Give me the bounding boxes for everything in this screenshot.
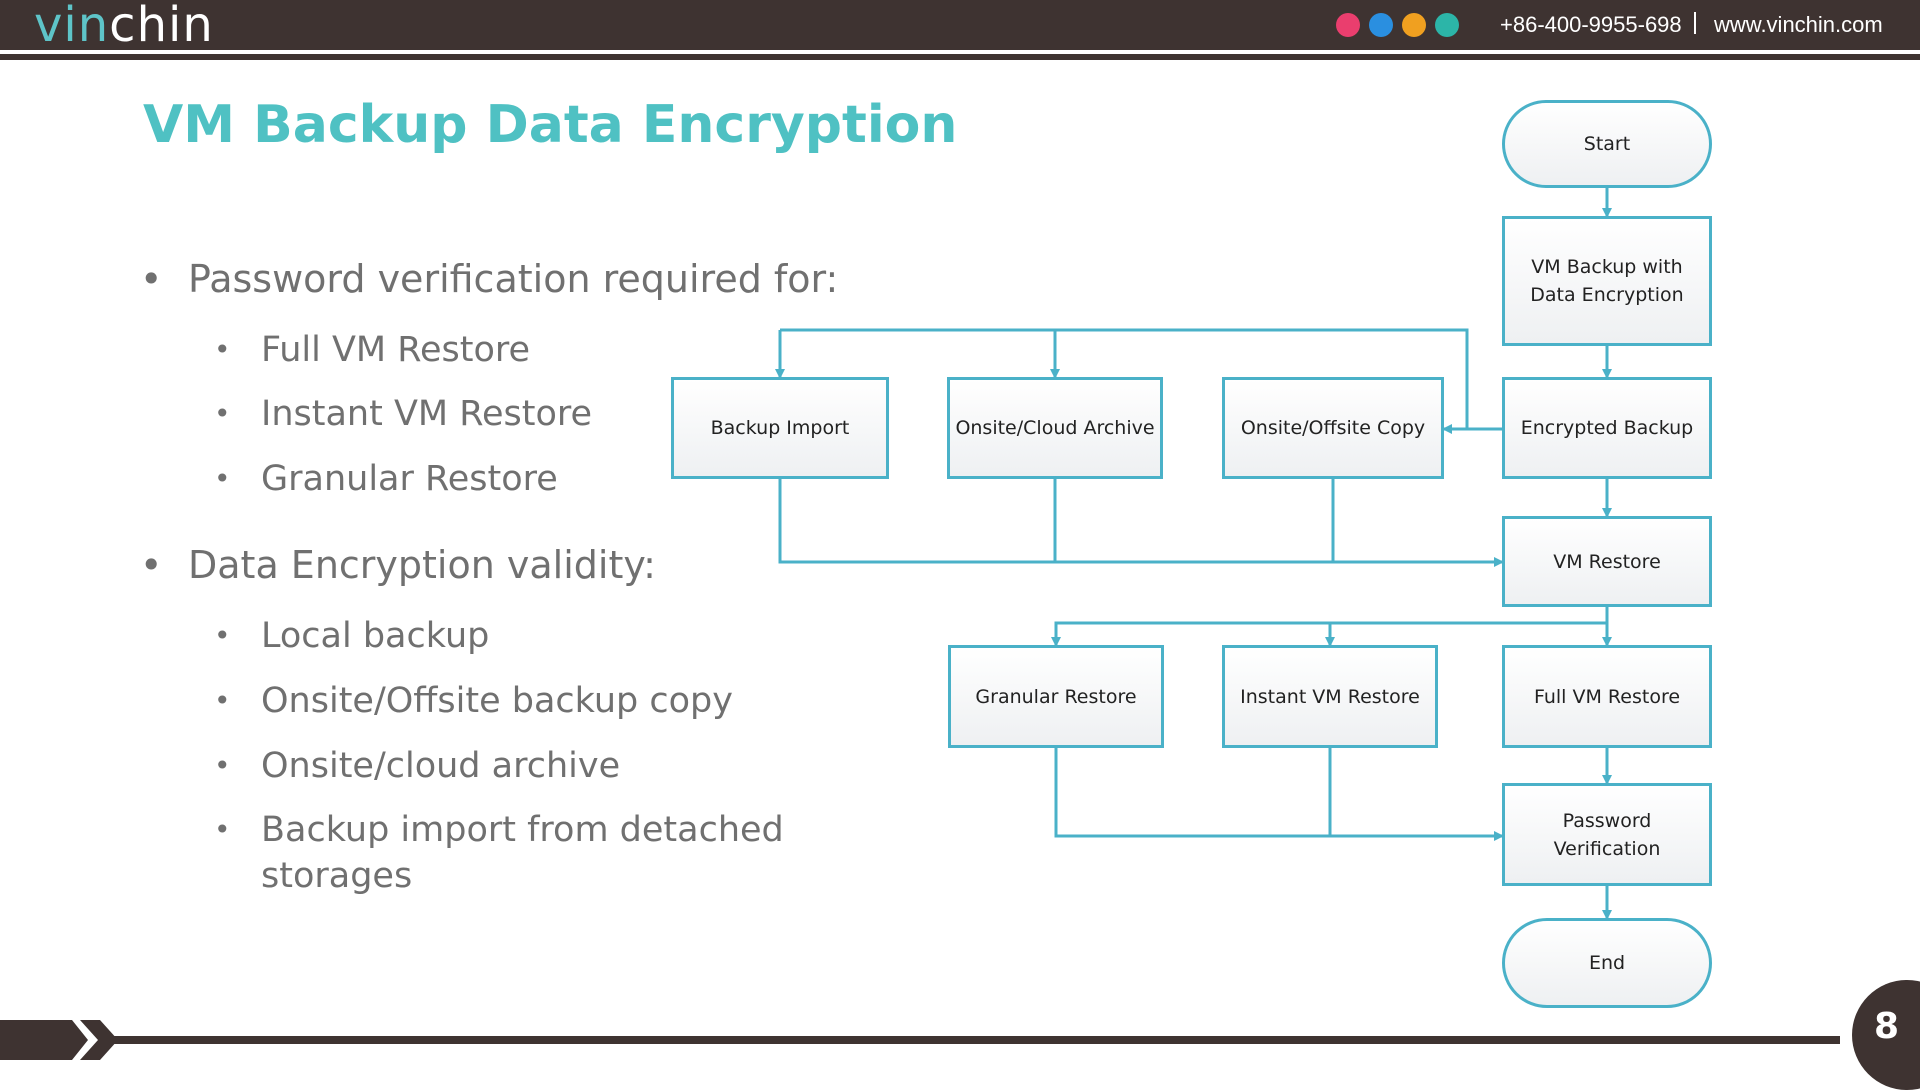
header-separator <box>1694 12 1696 34</box>
connector-granular-down <box>1054 748 1504 841</box>
color-dot-teal <box>1435 13 1459 37</box>
phone-number: +86-400-9955-698 <box>1500 12 1682 37</box>
bullet-password-verification: Password verification required for: <box>140 255 900 303</box>
connector-vm-restore-branch <box>1051 621 1607 647</box>
slide-title: VM Backup Data Encryption <box>143 95 958 155</box>
sub-bullet-backup-import: Backup import from detached storages <box>140 807 900 896</box>
website-link[interactable]: www.vinchin.com <box>1714 12 1883 37</box>
node-end-label: End <box>1588 952 1626 974</box>
node-backup-import-label: Backup Import <box>710 417 850 439</box>
sub-bullet-local-backup: Local backup <box>140 613 900 659</box>
logo-part-vin: vin <box>34 0 110 53</box>
sub-bullet-full-vm-restore: Full VM Restore <box>140 327 900 373</box>
node-backup-import: Backup Import <box>671 377 889 479</box>
bullet-list: Password verification required for: Full… <box>140 255 900 896</box>
node-granular-restore-label: Granular Restore <box>975 685 1137 708</box>
node-start-label: Start <box>1583 133 1631 155</box>
node-encrypted-backup-label: Encrypted Backup <box>1520 417 1694 439</box>
node-full-vm-restore: Full VM Restore <box>1502 645 1712 748</box>
node-instant-vm-restore-label: Instant VM Restore <box>1240 685 1420 708</box>
node-encrypted-backup: Encrypted Backup <box>1502 377 1712 479</box>
node-password-label-line1: Password <box>1562 809 1652 832</box>
page-number: 8 <box>1874 1006 1900 1047</box>
node-onsite-offsite-copy-label: Onsite/Offsite Copy <box>1240 417 1426 439</box>
connector-backup-import-down <box>778 479 1504 567</box>
header-bar: vinchin +86-400-9955-698 www.vinchin.com <box>0 0 1920 50</box>
node-vm-restore: VM Restore <box>1502 516 1712 607</box>
color-dot-blue <box>1369 13 1393 37</box>
node-instant-vm-restore: Instant VM Restore <box>1222 645 1438 748</box>
node-vm-backup-label-line1: VM Backup with <box>1531 256 1683 278</box>
node-onsite-offsite-copy: Onsite/Offsite Copy <box>1222 377 1444 479</box>
node-end: End <box>1502 918 1712 1008</box>
node-onsite-cloud-archive: Onsite/Cloud Archive <box>947 377 1163 479</box>
logo-part-chin: chin <box>109 0 214 53</box>
footer-chevrons-icon <box>0 1020 118 1060</box>
sub-bullet-granular-restore: Granular Restore <box>140 456 900 502</box>
node-onsite-cloud-archive-label: Onsite/Cloud Archive <box>955 417 1155 439</box>
header-underline <box>0 54 1920 60</box>
node-vm-backup-with-encryption: VM Backup with Data Encryption <box>1502 216 1712 346</box>
node-vm-restore-label: VM Restore <box>1553 550 1661 573</box>
node-vm-backup-label-line2: Data Encryption <box>1530 284 1684 306</box>
node-start: Start <box>1502 100 1712 188</box>
sub-bullet-onsite-cloud-archive: Onsite/cloud archive <box>140 743 900 789</box>
color-dot-pink <box>1336 13 1360 37</box>
sub-bullet-instant-vm-restore: Instant VM Restore <box>140 391 900 437</box>
footer-line <box>110 1036 1840 1044</box>
node-password-verification: Password Verification <box>1502 783 1712 886</box>
color-dots <box>1336 13 1459 37</box>
node-granular-restore: Granular Restore <box>948 645 1164 748</box>
vinchin-logo: vinchin <box>34 0 214 50</box>
bullet-data-encryption-validity: Data Encryption validity: <box>140 541 900 589</box>
node-full-vm-restore-label: Full VM Restore <box>1533 685 1681 708</box>
color-dot-orange <box>1402 13 1426 37</box>
sub-bullet-onsite-offsite-copy: Onsite/Offsite backup copy <box>140 678 900 724</box>
node-password-label-line2: Verification <box>1553 837 1661 860</box>
